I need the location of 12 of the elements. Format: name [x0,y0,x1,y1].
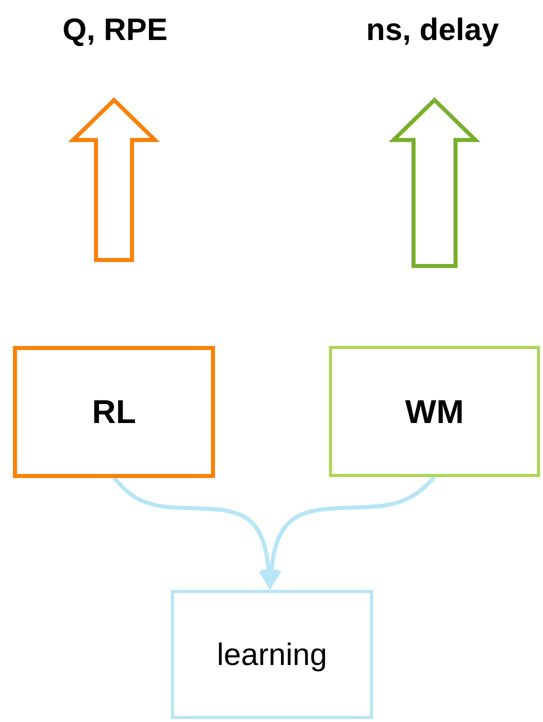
process-box [171,590,373,719]
process-box [13,346,215,478]
block-arrow [68,97,160,262]
node-label: learning [216,636,328,672]
output-label: ns, delay [366,12,499,48]
node-label: RL [92,393,136,431]
node-label: WM [405,392,464,430]
arrow [112,476,279,590]
arrow [262,476,436,590]
output-label: Q, RPE [62,12,168,48]
process-box [329,346,540,477]
block-arrow [388,97,480,268]
